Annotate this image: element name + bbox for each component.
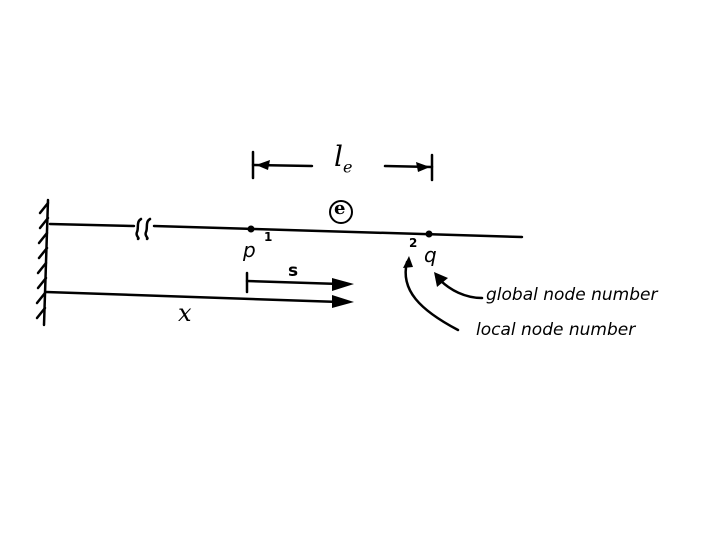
- global-node-annotation: global node number: [486, 285, 658, 305]
- local-node-pointer: [404, 260, 460, 332]
- length-subscript: e: [342, 157, 353, 177]
- node-q: [425, 230, 433, 238]
- element-circle: [329, 200, 353, 224]
- beam-line: [48, 222, 524, 239]
- x-axis-arrowhead-icon: [332, 295, 354, 308]
- fixed-wall: [35, 198, 50, 327]
- element-number-label: e: [334, 198, 346, 219]
- local-axis-label: s: [288, 261, 299, 281]
- local-node-annotation: local node number: [476, 320, 636, 340]
- global-pointer-arrowhead-icon: [434, 272, 448, 287]
- dim-arrow-right-icon: [416, 162, 430, 172]
- local-pointer-arrowhead-icon: [403, 256, 413, 268]
- node-p: [247, 225, 255, 233]
- node2-local-label: 2: [409, 236, 418, 250]
- dim-arrow-left-icon: [256, 160, 270, 170]
- local-s-axis: [245, 271, 342, 294]
- global-x-axis: [44, 290, 342, 304]
- global-axis-label: x: [178, 299, 192, 327]
- break-symbol-icon: [135, 217, 152, 241]
- node1-global-label: p: [243, 238, 256, 262]
- element-length-label: le: [334, 140, 352, 177]
- length-symbol: l: [334, 140, 343, 173]
- node1-local-label: 1: [264, 230, 273, 244]
- global-node-pointer: [438, 278, 484, 300]
- s-axis-arrowhead-icon: [332, 278, 354, 291]
- node2-global-label: q: [424, 243, 437, 267]
